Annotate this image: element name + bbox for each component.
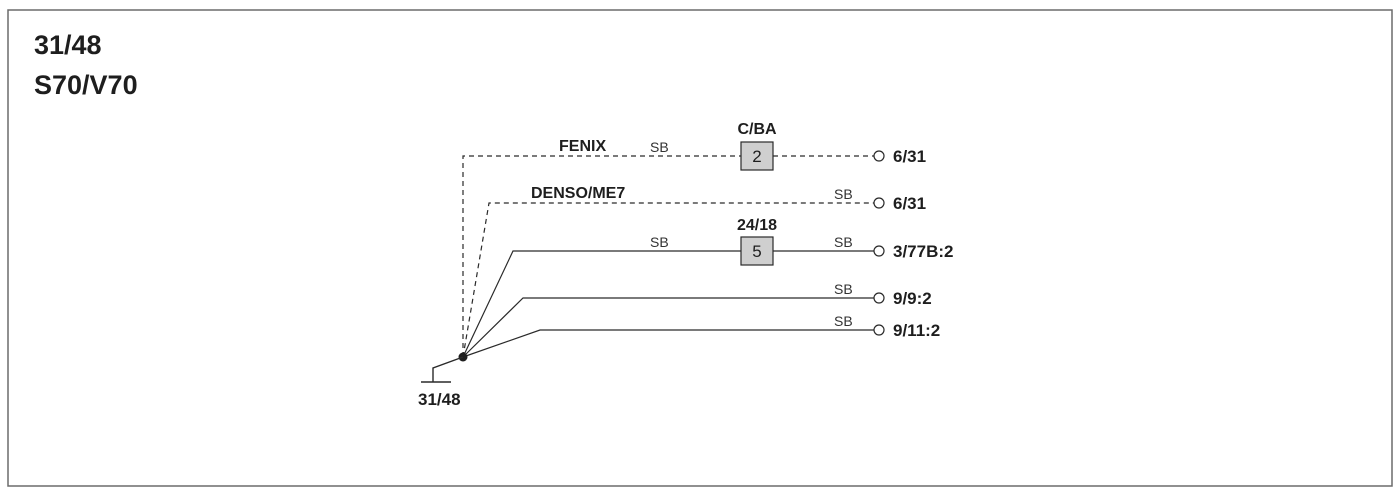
- wire-4-path: [462, 297, 874, 358]
- wire-fenix-variant-label: FENIX: [559, 138, 606, 155]
- diagram-ref-number: 31/48: [34, 30, 102, 60]
- wire-3-pin: 5: [752, 242, 761, 261]
- wire-fenix-connector-label: C/BA: [737, 121, 777, 138]
- wire-3: SB SB 24/18 5 3/77B:2: [462, 217, 953, 358]
- wire-4: SB 9/9:2: [462, 281, 932, 358]
- wire-denso-terminal-icon: [873, 197, 885, 209]
- wire-denso: DENSO/ME7 SB 6/31: [462, 185, 926, 358]
- wire-fenix: FENIX SB C/BA 2 6/31: [462, 121, 926, 357]
- ground-icon: [421, 356, 464, 383]
- wire-4-terminal-icon: [873, 292, 885, 304]
- wire-4-color-right: SB: [834, 281, 853, 297]
- wire-5: SB 9/11:2: [462, 313, 940, 358]
- wire-denso-terminal-label: 6/31: [893, 194, 926, 213]
- wire-5-path: [462, 329, 874, 358]
- wire-denso-path: [462, 202, 874, 358]
- wire-fenix-color-left: SB: [650, 139, 669, 155]
- wire-3-path: [462, 250, 741, 358]
- wire-fenix-connector-box: [740, 141, 774, 171]
- wire-denso-variant-label: DENSO/ME7: [531, 185, 625, 202]
- ground-label: 31/48: [418, 390, 461, 409]
- wire-3-color-left: SB: [650, 234, 669, 250]
- diagram-frame: [7, 9, 1393, 487]
- wire-3-terminal-label: 3/77B:2: [893, 242, 953, 261]
- wire-5-color-right: SB: [834, 313, 853, 329]
- wire-4-terminal-label: 9/9:2: [893, 289, 932, 308]
- wire-3-connector-box: [740, 236, 774, 266]
- wire-fenix-path: [462, 155, 741, 357]
- wire-3-connector-label: 24/18: [737, 217, 777, 234]
- wire-3-color-right: SB: [834, 234, 853, 250]
- model-label: S70/V70: [34, 70, 138, 100]
- wire-3-terminal-icon: [873, 245, 885, 257]
- wire-fenix-terminal-icon: [873, 150, 885, 162]
- wire-denso-color-right: SB: [834, 186, 853, 202]
- wire-5-terminal-label: 9/11:2: [893, 321, 940, 340]
- wire-fenix-terminal-label: 6/31: [893, 147, 926, 166]
- wire-fenix-pin: 2: [752, 147, 761, 166]
- wire-5-terminal-icon: [873, 324, 885, 336]
